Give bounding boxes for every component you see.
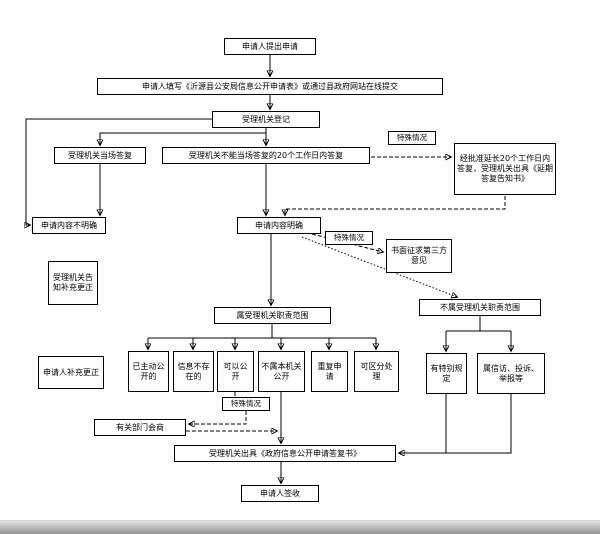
- node-special-case-middle: 特殊情况: [325, 231, 373, 245]
- node-special-provisions: 有特别规定: [426, 353, 467, 394]
- flow-arrow: [26, 118, 212, 225]
- window-bottom-edge: [0, 520, 600, 534]
- node-fill-application-form: 申请人填写《沂源县公安局信息公开申请表》或通过县政府网站在线提交: [97, 78, 443, 95]
- flow-arrow-dashed: [285, 196, 506, 215]
- node-within-duty-scope: 属受理机关职责范围: [214, 307, 331, 324]
- node-notify-supplement-correction: 受理机关告知补充更正: [48, 261, 98, 305]
- node-special-case-bottom: 特殊情况: [222, 397, 270, 411]
- node-repeated-application: 重复申请: [311, 351, 348, 392]
- flow-arrow: [399, 394, 512, 453]
- node-applicant-sign-receipt: 申请人签收: [241, 485, 319, 502]
- node-applicant-submits: 申请人提出申请: [224, 38, 316, 55]
- flow-arrow-dashed: [189, 411, 247, 424]
- node-extended-reply-notice: 经批准延长20个工作日内答复，受理机关出具《延期答复告知书》: [454, 143, 556, 195]
- node-not-this-organ-disclose: 不属本机关公开: [258, 351, 305, 392]
- node-issue-reply-letter: 受理机关出具《政府信息公开申请答复书》: [174, 445, 396, 462]
- node-info-not-exist: 信息不存在的: [173, 351, 214, 392]
- node-already-disclosed: 已主动公开的: [128, 351, 169, 392]
- node-outside-duty-scope: 不属受理机关职责范围: [419, 299, 541, 316]
- node-special-case-top: 特殊情况: [388, 131, 436, 145]
- node-organ-registration: 受理机关登记: [212, 111, 320, 128]
- node-seek-third-party-opinion: 书面征求第三方意见: [386, 239, 452, 273]
- node-content-clear: 申请内容明确: [237, 217, 321, 234]
- node-onspot-reply: 受理机关当场答复: [54, 147, 146, 164]
- node-department-consultation: 有关部门会商: [94, 419, 186, 436]
- node-applicant-supplement-correction: 申请人补充更正: [38, 356, 104, 389]
- node-content-unclear: 申请内容不明确: [32, 217, 106, 234]
- node-can-disclose: 可以公开: [217, 351, 254, 392]
- node-petition-complaint-report: 属信访、投诉、举报等: [477, 353, 545, 394]
- node-reply-within-20-days: 受理机关不能当场答复的20个工作日内答复: [162, 147, 370, 164]
- node-separable-handling: 可区分处理: [354, 351, 399, 392]
- flow-arrow: [100, 128, 267, 145]
